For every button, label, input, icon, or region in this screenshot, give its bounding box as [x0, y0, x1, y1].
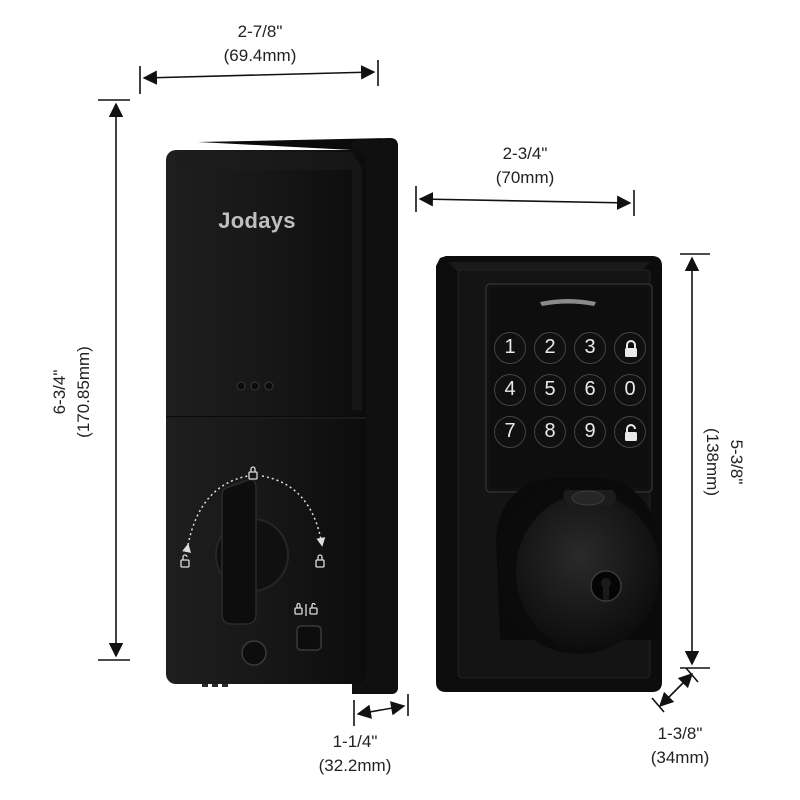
interior-height-metric: (170.85mm) — [74, 346, 93, 438]
exterior-depth-imperial: 1-3/8" — [657, 724, 703, 743]
interior-height-label: 6-3/4" (170.85mm) — [48, 312, 96, 472]
interior-depth-metric: (32.2mm) — [318, 756, 392, 775]
keypad-key-6[interactable]: 6 — [574, 374, 606, 406]
exterior-depth-label: 1-3/8" (34mm) — [620, 722, 740, 770]
brand-logo: Jodays — [218, 208, 296, 233]
keypad-key-9[interactable]: 9 — [574, 416, 606, 448]
interior-height-imperial: 6-3/4" — [50, 369, 69, 415]
exterior-height-metric: (138mm) — [703, 427, 722, 496]
interior-depth-imperial: 1-1/4" — [332, 732, 378, 751]
unlock-icon — [625, 424, 637, 441]
dimension-lines — [98, 60, 710, 726]
exterior-depth-metric: (34mm) — [650, 748, 710, 767]
keypad-key-0[interactable]: 0 — [614, 374, 646, 406]
interior-width-label: 2-7/8" (69.4mm) — [190, 20, 330, 68]
keypad-key-5[interactable]: 5 — [534, 374, 566, 406]
interior-lock-unit — [166, 138, 398, 694]
keypad-lock-key[interactable] — [614, 332, 646, 364]
interior-depth-label: 1-1/4" (32.2mm) — [290, 730, 420, 778]
exterior-keypad-unit — [436, 256, 662, 692]
exterior-width-label: 2-3/4" (70mm) — [460, 142, 590, 190]
interior-width-metric: (69.4mm) — [223, 46, 297, 65]
keypad-unlock-key[interactable] — [614, 416, 646, 448]
interior-width-imperial: 2-7/8" — [237, 22, 283, 41]
keypad-key-4[interactable]: 4 — [494, 374, 526, 406]
lock-icon — [625, 340, 637, 357]
keypad-key-3[interactable]: 3 — [574, 332, 606, 364]
exterior-width-imperial: 2-3/4" — [502, 144, 548, 163]
exterior-height-imperial: 5-3/8" — [727, 439, 746, 485]
keypad-key-2[interactable]: 2 — [534, 332, 566, 364]
keypad-key-7[interactable]: 7 — [494, 416, 526, 448]
exterior-width-metric: (70mm) — [495, 168, 555, 187]
keypad-key-1[interactable]: 1 — [494, 332, 526, 364]
exterior-height-label: 5-3/8" (138mm) — [700, 402, 748, 522]
keypad-key-8[interactable]: 8 — [534, 416, 566, 448]
